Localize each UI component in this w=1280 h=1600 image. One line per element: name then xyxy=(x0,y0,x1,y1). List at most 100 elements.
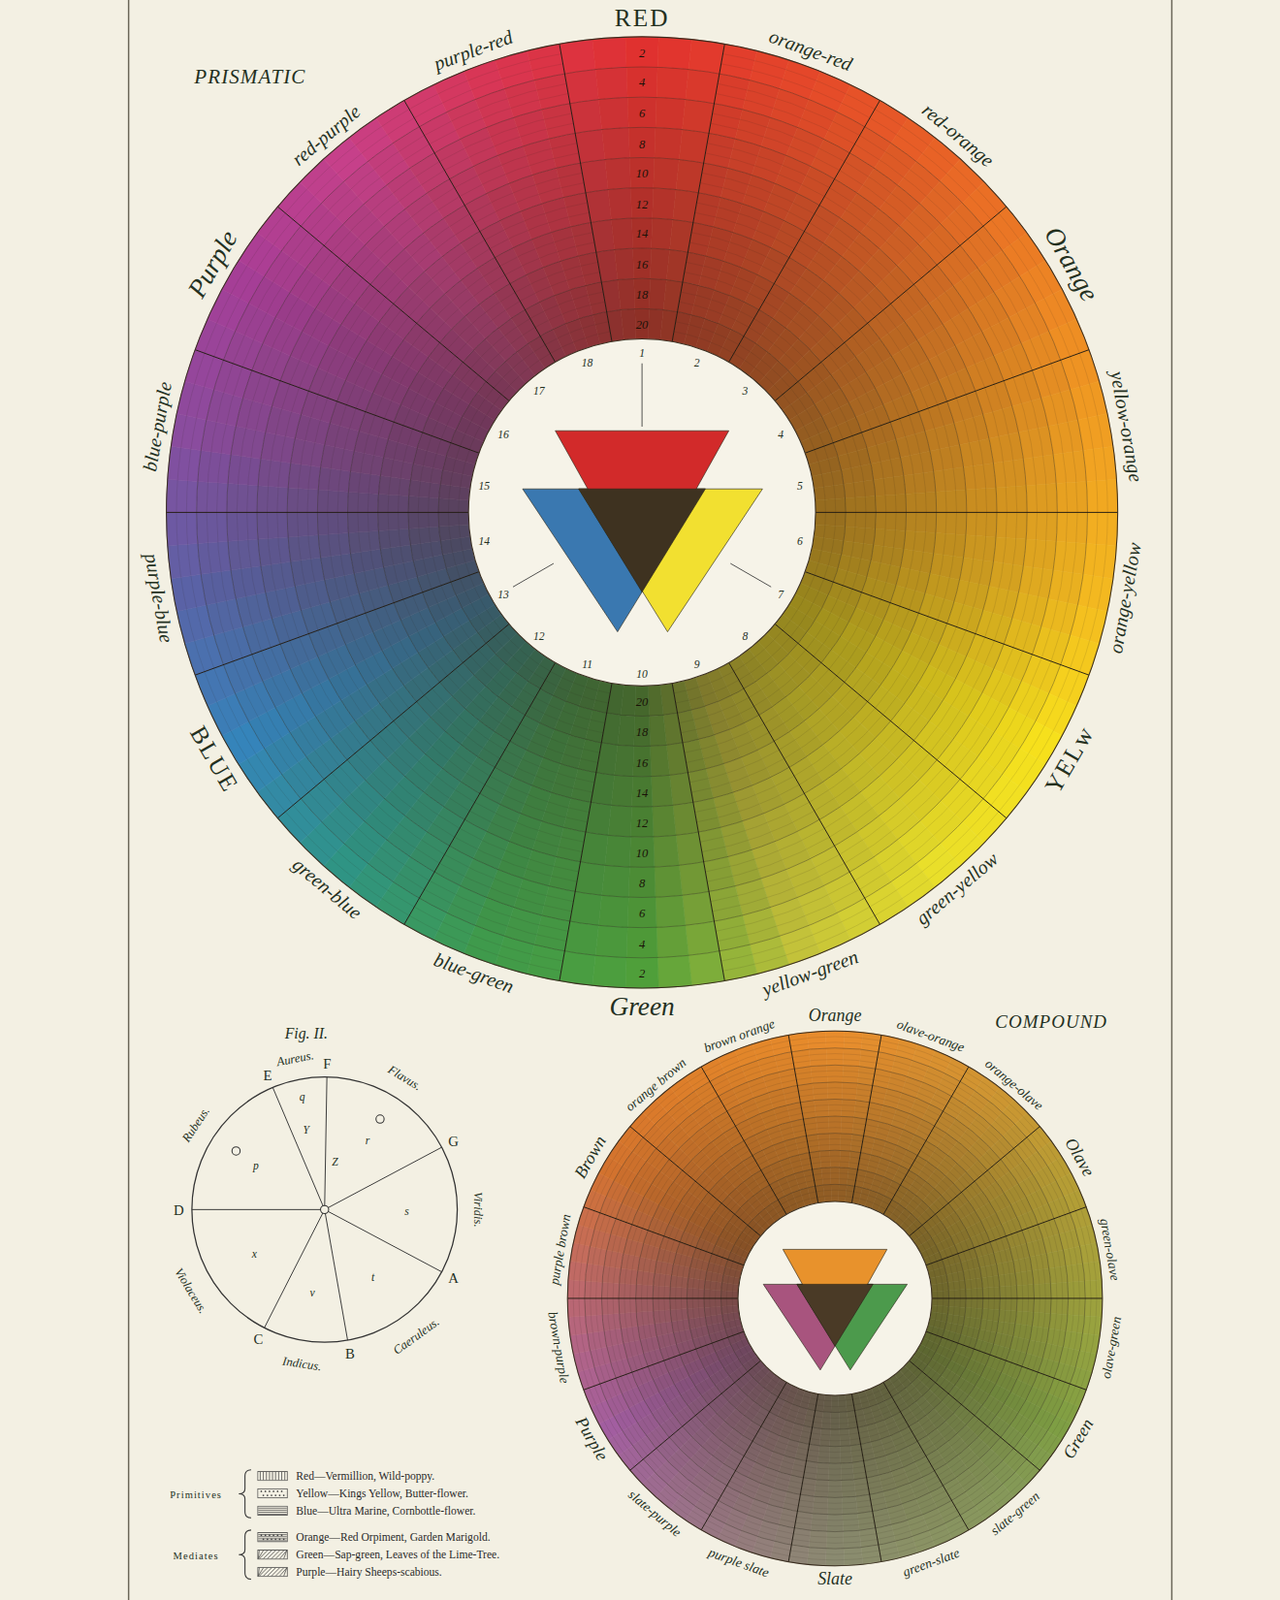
wheel-cell xyxy=(806,1547,827,1567)
fine-ring-line xyxy=(299,278,363,388)
fine-ring-line xyxy=(378,734,471,811)
fine-ring-line xyxy=(689,749,779,783)
wheel-cell xyxy=(287,512,319,538)
fine-ring-line xyxy=(458,512,470,576)
wheel-cell xyxy=(720,1298,738,1307)
fine-ring-line xyxy=(519,723,600,753)
fine-ring-line xyxy=(375,609,425,696)
fine-ring-line xyxy=(484,784,588,823)
fine-ring-line xyxy=(544,321,608,346)
wheel-cell xyxy=(670,1286,688,1299)
wheel-cell xyxy=(348,530,381,553)
fine-ring-line xyxy=(967,238,1042,367)
wheel-cell xyxy=(438,512,470,527)
fine-ring-line xyxy=(824,512,836,578)
wheel-cell xyxy=(568,1261,587,1281)
wheel-cell xyxy=(657,955,692,988)
wheel-cell xyxy=(1025,512,1057,542)
wheel-cell xyxy=(627,896,657,928)
wheel-cell xyxy=(568,1315,587,1336)
wheel-cell xyxy=(1033,1298,1052,1314)
fine-ring-line xyxy=(921,637,985,747)
wheel-cell xyxy=(170,413,206,450)
fine-ring-line xyxy=(339,766,445,855)
fine-ring-line xyxy=(852,336,900,419)
fine-ring-line xyxy=(836,349,882,426)
fine-ring-line xyxy=(875,317,929,409)
fine-ring-line xyxy=(385,727,476,802)
fine-ring-line xyxy=(247,512,272,647)
fine-ring-line xyxy=(331,772,440,864)
wheel-cell xyxy=(845,512,877,529)
fine-ring-line xyxy=(403,599,448,676)
fine-ring-line xyxy=(417,435,432,512)
wheel-cell xyxy=(826,1531,844,1549)
wheel-cell xyxy=(815,1462,830,1480)
wheel-cell xyxy=(595,925,628,958)
wheel-cell xyxy=(653,834,680,867)
fine-ring-line xyxy=(307,512,328,627)
wheel-cell xyxy=(812,1496,829,1515)
wheel-cell xyxy=(656,925,689,958)
wheel-cell xyxy=(815,498,847,513)
fine-ring-line xyxy=(839,170,945,259)
wheel-cell xyxy=(831,1395,839,1413)
primary-triangle xyxy=(578,488,706,592)
wheel-cell xyxy=(812,1082,829,1101)
fine-ring-line xyxy=(176,512,205,672)
fine-ring-line xyxy=(842,512,856,585)
fine-ring-line xyxy=(965,394,987,513)
wheel-cell xyxy=(584,1298,603,1316)
wheel-cell xyxy=(256,512,288,540)
fine-ring-line xyxy=(844,161,953,253)
wheel-cell xyxy=(652,1285,671,1299)
fine-ring-line xyxy=(514,732,599,763)
fine-ring-line xyxy=(684,272,765,302)
fine-ring-line xyxy=(928,640,994,754)
wheel-cell xyxy=(788,1032,809,1053)
fine-ring-line xyxy=(952,650,1024,773)
fine-ring-line xyxy=(242,238,317,367)
wheel-cell xyxy=(686,1298,704,1310)
fine-ring-line xyxy=(905,630,966,735)
wheel-cell xyxy=(672,801,699,835)
wheel-cell xyxy=(320,553,355,580)
wheel-cell xyxy=(704,1289,722,1299)
fine-ring-line xyxy=(842,439,856,512)
wheel-cell xyxy=(708,886,743,922)
wheel-cell xyxy=(1048,419,1084,455)
segment-divider xyxy=(672,683,725,982)
fine-ring-line xyxy=(318,630,379,735)
wheel-cell xyxy=(1077,413,1113,450)
wheel-cell xyxy=(905,512,937,533)
segment-divider xyxy=(804,350,1089,454)
fine-ring-line xyxy=(355,317,410,409)
wheel-cell xyxy=(1051,1281,1069,1299)
wheel-cell xyxy=(963,535,997,563)
fine-ring-line xyxy=(897,626,957,728)
fine-ring-line xyxy=(439,863,572,912)
fine-ring-line xyxy=(880,512,896,600)
wheel-cell xyxy=(670,772,694,806)
wheel-cell xyxy=(840,1116,855,1134)
fine-ring-line xyxy=(397,428,413,512)
fine-ring-line xyxy=(814,214,907,291)
compound-wheel xyxy=(567,1030,1103,1567)
wheel-cell xyxy=(652,1298,671,1312)
wheel-cell xyxy=(584,1280,603,1299)
wheel-cell xyxy=(605,834,632,867)
wheel-cell xyxy=(839,1133,852,1152)
fine-ring-line xyxy=(444,123,574,170)
wheel-cell xyxy=(605,158,632,191)
wheel-cell xyxy=(1067,1298,1086,1316)
wheel-cell xyxy=(378,512,410,531)
segment-divider xyxy=(559,683,612,982)
wheel-cell xyxy=(348,512,380,533)
fine-ring-line xyxy=(944,258,1014,379)
fine-ring-line xyxy=(684,723,765,753)
fine-ring-line xyxy=(764,669,830,724)
fine-ring-line xyxy=(544,679,608,704)
wheel-cell xyxy=(829,1446,841,1465)
wheel-cell xyxy=(995,512,1027,540)
fine-ring-line xyxy=(505,749,595,783)
